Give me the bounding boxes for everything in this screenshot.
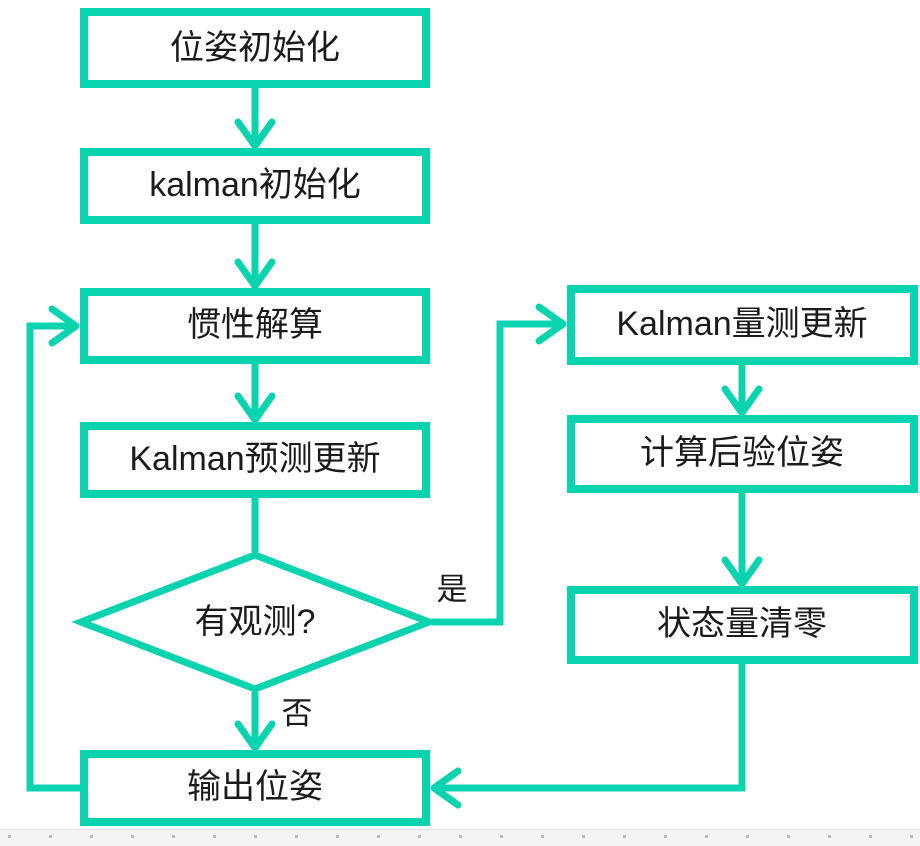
ruler-tick bbox=[869, 835, 872, 838]
node-kalman-measure-label: Kalman量测更新 bbox=[616, 305, 867, 343]
ruler-tick bbox=[787, 835, 790, 838]
ruler-tick bbox=[336, 835, 339, 838]
node-inertial-solve-shape[interactable] bbox=[80, 288, 430, 364]
edge-state-clear-to-output-pose bbox=[430, 664, 746, 809]
edge-kalman-measure-to-posterior-pose bbox=[721, 365, 763, 417]
ruler-tick bbox=[541, 835, 544, 838]
edge-posterior-pose-to-state-clear bbox=[721, 493, 763, 588]
node-output-pose-shape[interactable] bbox=[80, 750, 430, 826]
ruler-tick bbox=[500, 835, 503, 838]
ruler-tick bbox=[705, 835, 708, 838]
edge-label-no: 否 bbox=[282, 696, 313, 731]
edge-pose-init-to-kalman-init bbox=[234, 88, 276, 150]
ruler-tick bbox=[295, 835, 298, 838]
edge-inertial-solve-to-kalman-predict bbox=[234, 364, 276, 424]
edge-decision-yes-to-kalman-measure bbox=[432, 303, 567, 626]
bottom-ruler bbox=[0, 829, 920, 846]
node-kalman-init[interactable]: kalman初始化 bbox=[80, 148, 430, 224]
ruler-tick bbox=[746, 835, 749, 838]
ruler-tick bbox=[377, 835, 380, 838]
node-pose-init-label: 位姿初始化 bbox=[170, 29, 340, 67]
ruler-tick bbox=[49, 835, 52, 838]
ruler-tick bbox=[131, 835, 134, 838]
node-output-pose[interactable]: 输出位姿 bbox=[80, 750, 430, 826]
node-has-observation-shape[interactable] bbox=[71, 551, 439, 693]
ruler-tick bbox=[582, 835, 585, 838]
node-inertial-solve[interactable]: 惯性解算 bbox=[80, 288, 430, 364]
ruler-tick bbox=[623, 835, 626, 838]
node-state-clear-shape[interactable] bbox=[567, 586, 918, 664]
edge-decision-no-to-output-pose bbox=[234, 692, 276, 752]
ruler-tick bbox=[90, 835, 93, 838]
node-output-pose-label: 输出位姿 bbox=[187, 768, 323, 806]
node-inertial-solve-label: 惯性解算 bbox=[187, 306, 323, 344]
node-has-observation[interactable]: 有观测? bbox=[71, 551, 439, 693]
node-kalman-measure-shape[interactable] bbox=[567, 285, 918, 365]
node-posterior-pose-label: 计算后验位姿 bbox=[640, 434, 844, 472]
node-kalman-init-label: kalman初始化 bbox=[149, 166, 361, 204]
node-state-clear-label: 状态量清零 bbox=[657, 605, 827, 643]
node-posterior-pose[interactable]: 计算后验位姿 bbox=[567, 415, 918, 493]
ruler-tick bbox=[664, 835, 667, 838]
node-has-observation-label: 有观测? bbox=[195, 603, 316, 641]
node-state-clear[interactable]: 状态量清零 bbox=[567, 586, 918, 664]
edge-label-yes: 是 bbox=[437, 572, 468, 607]
node-pose-init-shape[interactable] bbox=[80, 8, 430, 88]
node-kalman-predict[interactable]: Kalman预测更新 bbox=[80, 422, 430, 498]
node-kalman-init-shape[interactable] bbox=[80, 148, 430, 224]
ruler-tick bbox=[8, 835, 11, 838]
ruler-tick bbox=[910, 835, 913, 838]
ruler-tick bbox=[828, 835, 831, 838]
node-kalman-measure[interactable]: Kalman量测更新 bbox=[567, 285, 918, 365]
ruler-tick bbox=[459, 835, 462, 838]
node-pose-init[interactable]: 位姿初始化 bbox=[80, 8, 430, 88]
ruler-tick bbox=[172, 835, 175, 838]
node-posterior-pose-shape[interactable] bbox=[567, 415, 918, 493]
ruler-tick bbox=[213, 835, 216, 838]
node-kalman-predict-shape[interactable] bbox=[80, 422, 430, 498]
node-kalman-predict-label: Kalman预测更新 bbox=[129, 440, 380, 478]
edge-output-pose-loopback-to-inertial-solve bbox=[26, 305, 80, 792]
ruler-tick bbox=[418, 835, 421, 838]
ruler-tick bbox=[254, 835, 257, 838]
edge-kalman-init-to-inertial-solve bbox=[234, 224, 276, 290]
